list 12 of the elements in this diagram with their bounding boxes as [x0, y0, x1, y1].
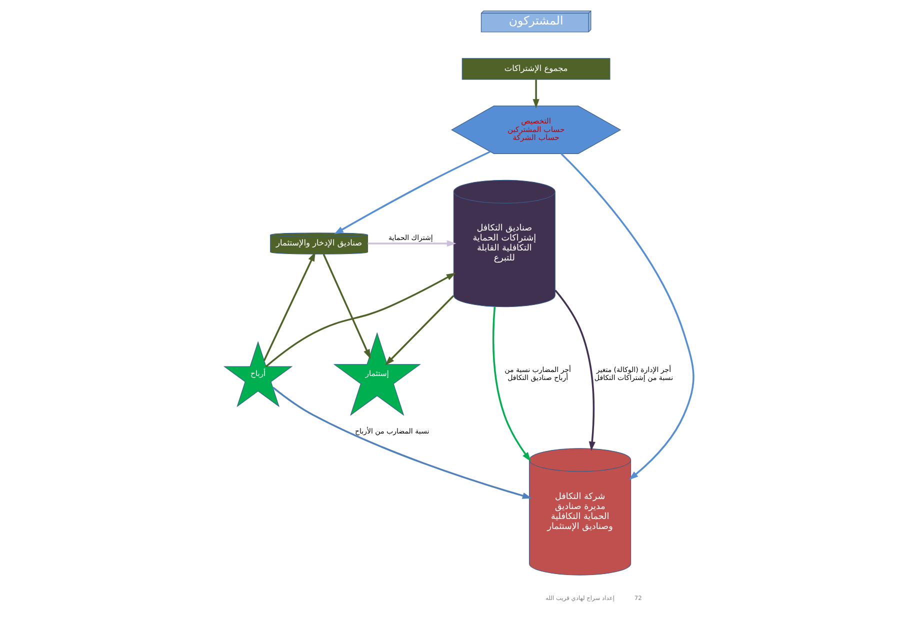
arrow: [367, 240, 456, 247]
arrow: [560, 153, 694, 480]
arrow: [262, 252, 315, 361]
arrow: [322, 254, 370, 359]
arrow: [265, 272, 456, 368]
node-box: مجموع الإشتراكات: [461, 58, 610, 80]
arrow: [532, 80, 539, 109]
arrow: [384, 295, 454, 366]
arrow: [492, 306, 530, 462]
arrow: [272, 386, 532, 499]
arrow: [554, 290, 595, 451]
arrow: [334, 150, 490, 234]
